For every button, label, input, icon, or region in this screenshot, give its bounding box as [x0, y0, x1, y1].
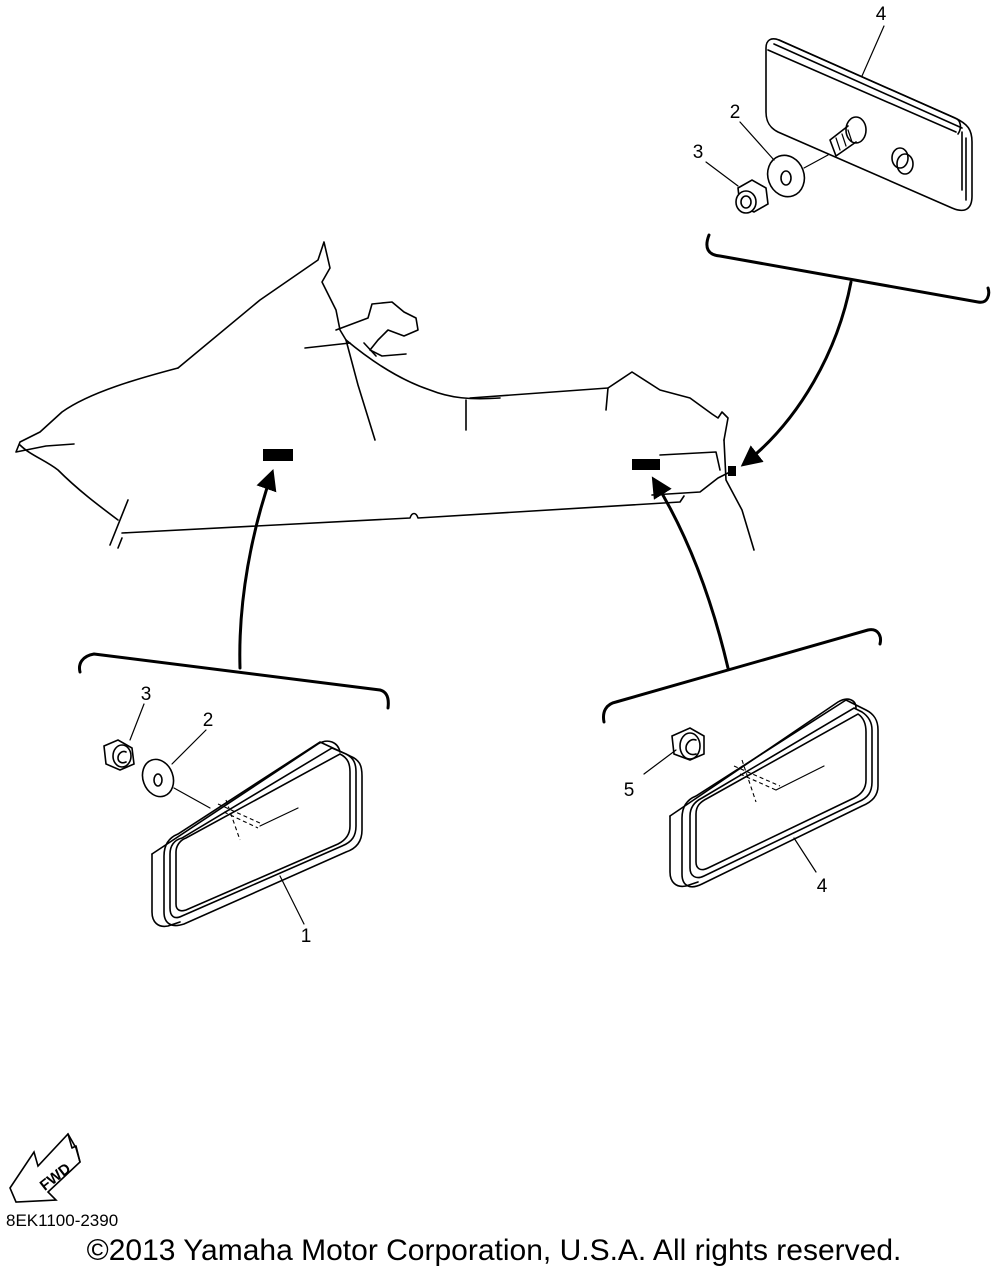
reflector-assembly-top-right	[705, 25, 973, 214]
washer-top-right	[766, 154, 829, 198]
callout-bottom-left-reflector: 1	[301, 926, 312, 947]
reflector-bottom-left	[151, 740, 363, 928]
reflector-bottom-right	[669, 698, 879, 888]
bolt-stud	[829, 116, 914, 175]
nut-top-right	[735, 179, 769, 214]
snowmobile-outline	[15, 241, 755, 551]
reflector-top-right	[765, 38, 973, 212]
callout-top-right-nut: 3	[693, 142, 704, 163]
bracket-bottom-left	[78, 469, 390, 710]
callout-top-right-washer: 2	[730, 102, 741, 123]
reflector-assembly-bottom-right	[643, 698, 879, 888]
mount-marker-front	[263, 449, 293, 461]
callout-bottom-left-washer: 2	[203, 710, 214, 731]
fwd-arrow-icon: FWD	[9, 1132, 81, 1203]
reflector-assembly-bottom-left	[103, 703, 363, 928]
mount-marker-rear	[728, 466, 736, 476]
callout-bottom-left-nut: 3	[141, 684, 152, 705]
copyright-notice: ©2013 Yamaha Motor Corporation, U.S.A. A…	[87, 1234, 902, 1267]
diagram-code: 8EK1100-2390	[6, 1211, 118, 1230]
grommet-bottom-right	[671, 727, 705, 761]
nut-bottom-left	[103, 739, 135, 771]
callout-top-right-reflector: 4	[876, 4, 887, 25]
callout-bottom-right-reflector: 4	[817, 876, 828, 897]
washer-bottom-left	[141, 758, 211, 809]
bracket-bottom-right	[602, 476, 882, 724]
mount-marker-side	[632, 459, 660, 470]
bracket-top-right	[705, 233, 991, 467]
callout-bottom-right-nut: 5	[624, 780, 635, 801]
